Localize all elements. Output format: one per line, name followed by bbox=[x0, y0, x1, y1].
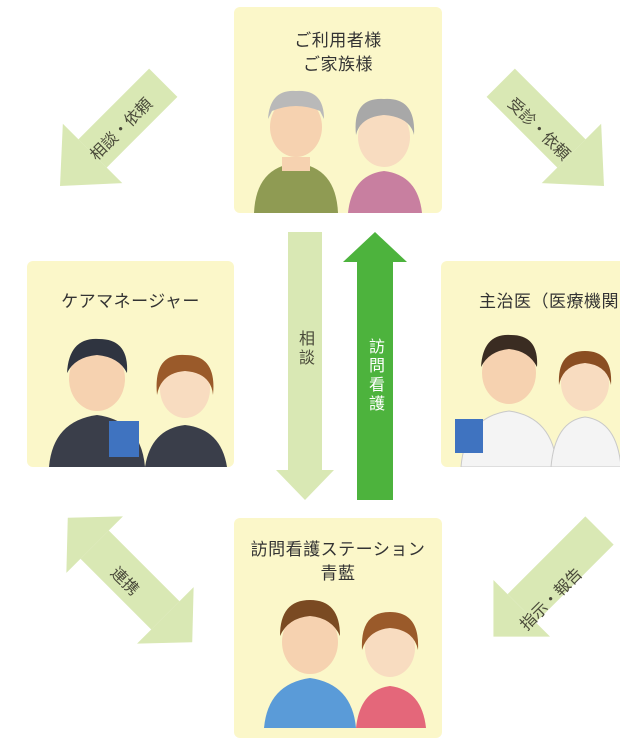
node-station-title-line1: 訪問看護ステーション bbox=[250, 540, 426, 560]
label-visit-nursing-up: 訪問看護 bbox=[366, 338, 385, 414]
label-consult-down: 相談 bbox=[296, 330, 315, 368]
arrow-instruction-report bbox=[493, 516, 614, 637]
node-doctor-title: 主治医（医療機関 bbox=[479, 292, 619, 312]
node-station-title-line2: 青藍 bbox=[320, 564, 356, 584]
arrow-consult-down bbox=[276, 232, 334, 500]
arrow-consult-request bbox=[60, 68, 178, 186]
node-users-title-line2: ご家族様 bbox=[303, 55, 373, 75]
node-users-family: ご利用者様 ご家族様 bbox=[234, 7, 442, 213]
care-manager-illustration bbox=[49, 338, 227, 467]
node-care-manager-title: ケアマネージャー bbox=[61, 292, 200, 312]
node-doctor: 主治医（医療機関 bbox=[441, 261, 620, 467]
node-care-manager: ケアマネージャー bbox=[27, 261, 234, 467]
elderly-couple-illustration bbox=[254, 90, 422, 213]
node-nursing-station: 訪問看護ステーション 青藍 bbox=[234, 518, 442, 738]
doctor-nurse-illustration bbox=[455, 334, 620, 467]
arrow-visit-nursing-up bbox=[343, 232, 407, 500]
node-users-title-line1: ご利用者様 bbox=[294, 31, 382, 51]
nurses-illustration bbox=[264, 600, 426, 728]
arrow-visit-request bbox=[486, 68, 604, 186]
